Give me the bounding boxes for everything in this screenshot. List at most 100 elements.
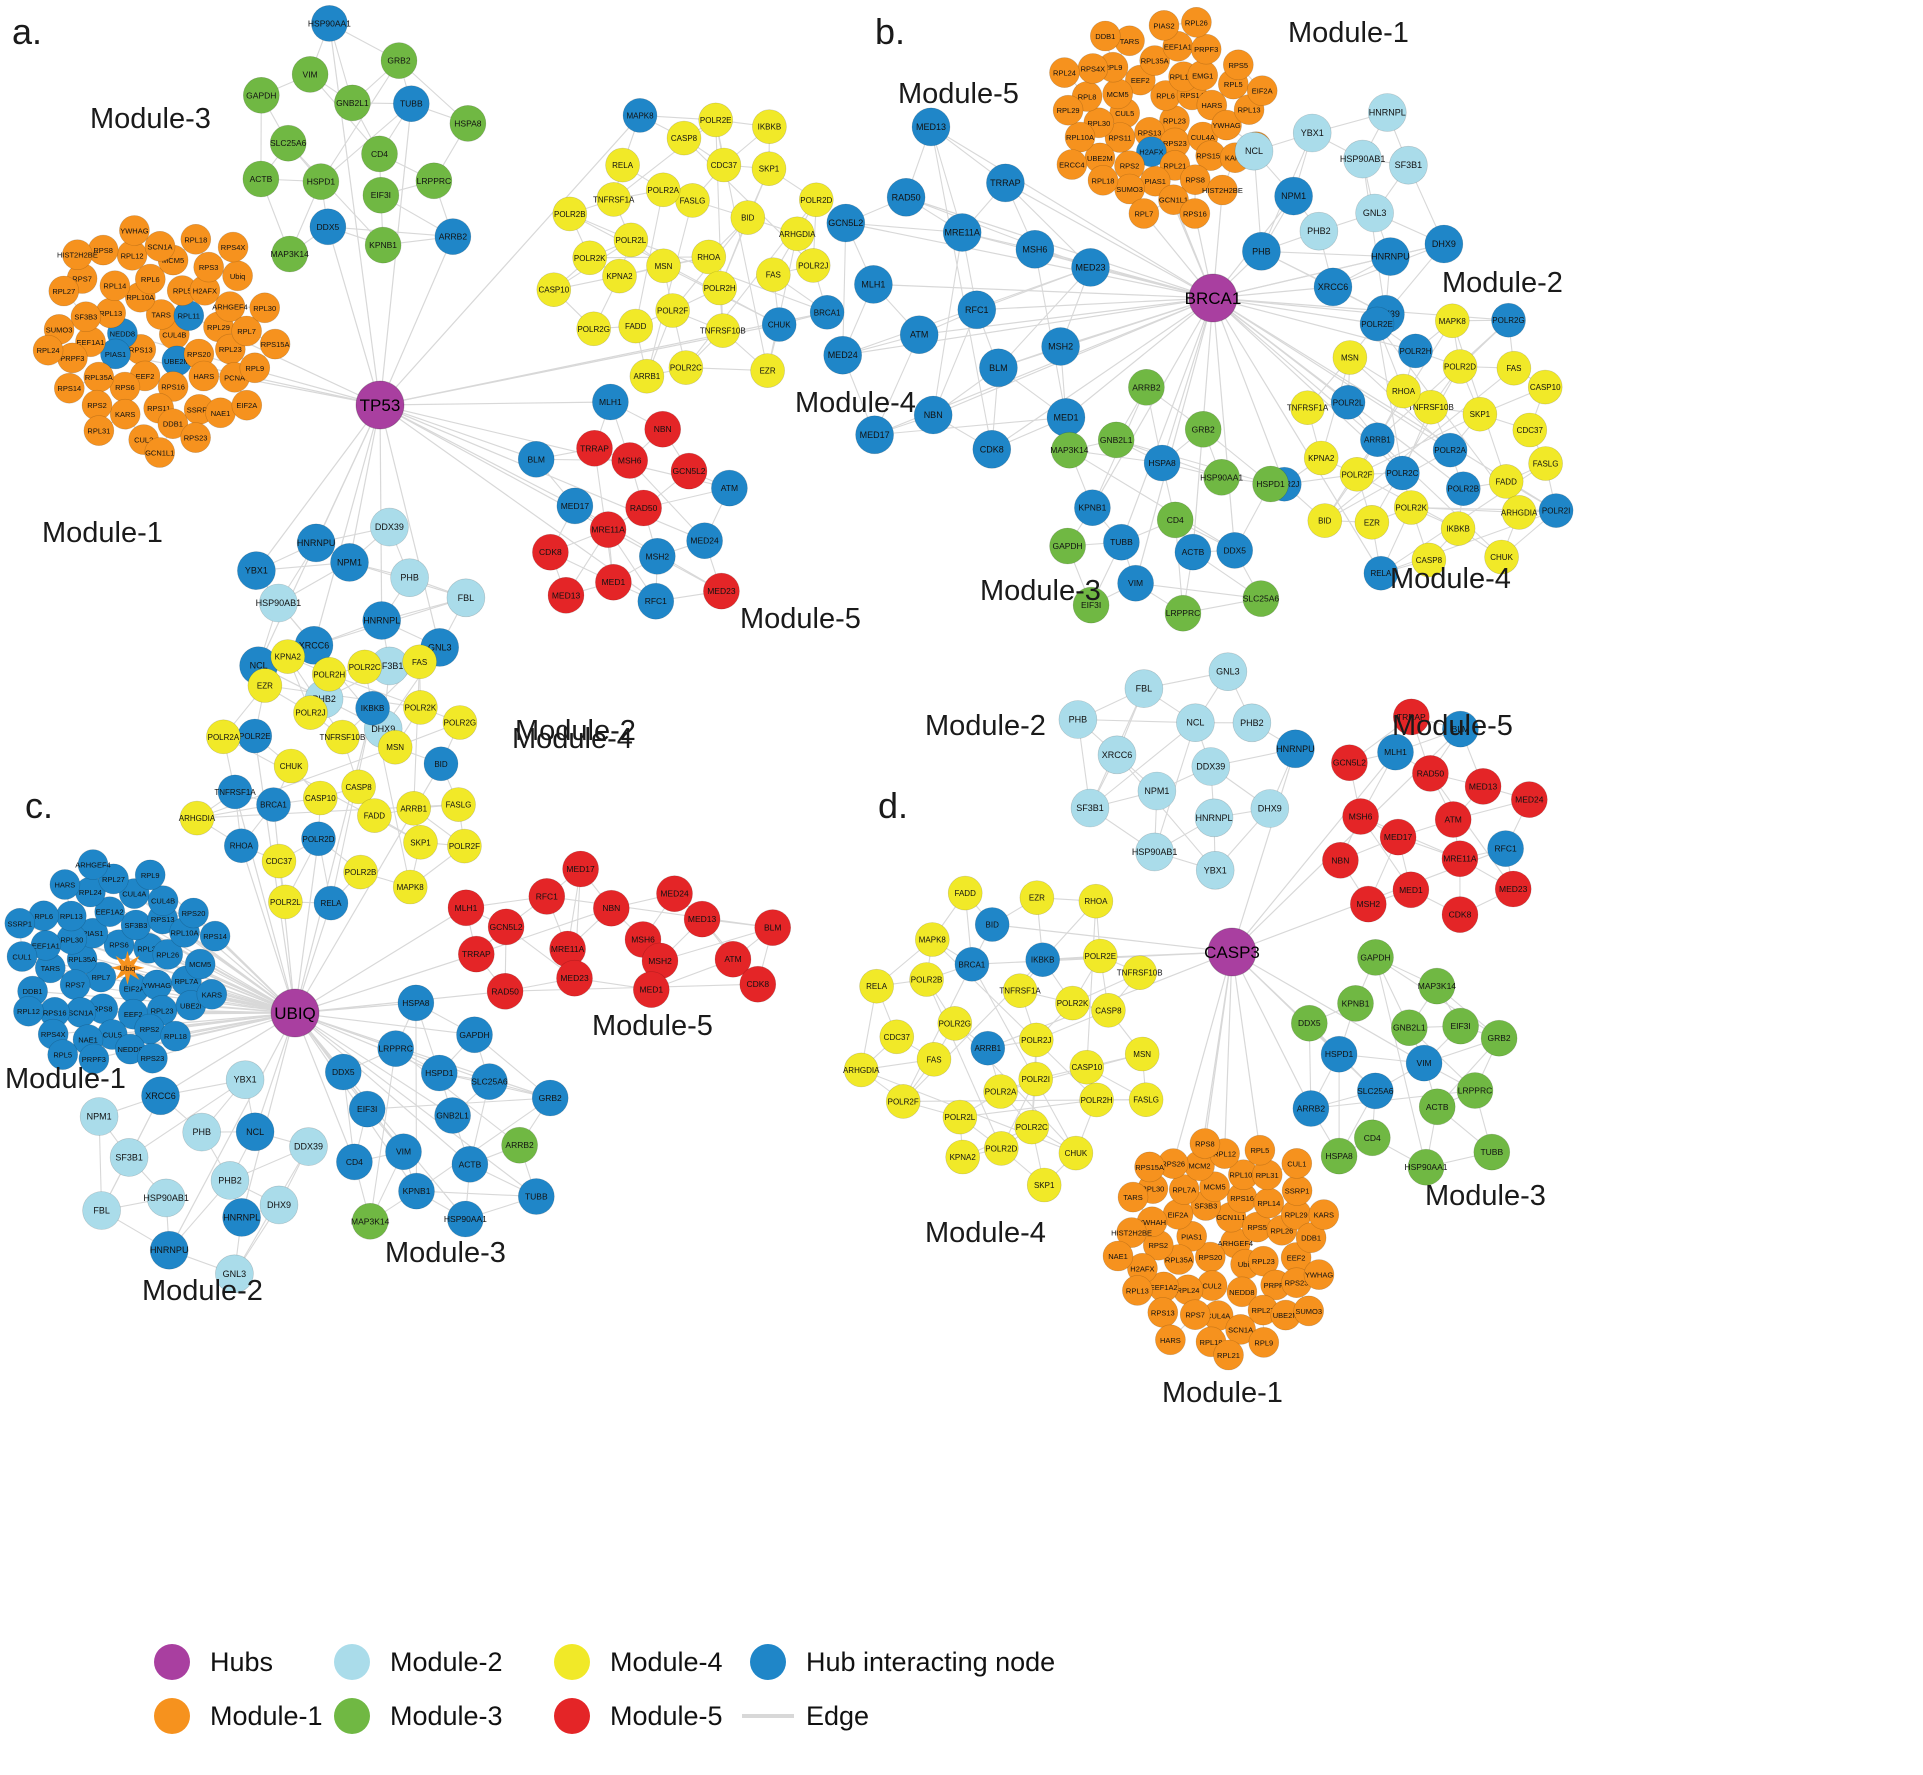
node — [109, 398, 141, 430]
node — [1363, 555, 1399, 591]
node-label: XRCC6 — [1102, 750, 1133, 760]
node-label: KPNB1 — [403, 1186, 431, 1196]
edge — [1005, 182, 1214, 299]
node — [1398, 333, 1433, 369]
legend-swatch — [154, 1698, 190, 1734]
node-label: RPL29 — [1057, 106, 1080, 115]
node-label: RHOA — [230, 842, 254, 851]
node-label: MSH2 — [1356, 899, 1380, 909]
node — [547, 576, 585, 614]
node-label: POLR2F — [1341, 470, 1372, 479]
node-label: EEF1A1 — [32, 941, 60, 950]
node — [1232, 703, 1272, 743]
node — [1244, 1134, 1276, 1166]
node — [457, 935, 495, 973]
node-label: MAP3K14 — [1050, 445, 1089, 455]
node — [271, 235, 309, 273]
node — [645, 172, 681, 208]
node-label: RPL18 — [1092, 176, 1115, 185]
node-label: MED24 — [690, 536, 719, 546]
node — [289, 1127, 328, 1166]
node — [686, 522, 723, 560]
node — [1295, 1222, 1327, 1253]
node — [1303, 1259, 1335, 1290]
node-label: RPS8 — [1195, 1140, 1215, 1149]
node-label: POLR2E — [1361, 320, 1393, 329]
node — [916, 1042, 952, 1077]
node-label: CDC37 — [711, 161, 738, 170]
panel-letter: a. — [12, 11, 42, 52]
edge — [160, 1012, 296, 1097]
node-label: CASP10 — [1071, 1063, 1102, 1072]
module-label: Module-4 — [512, 723, 633, 755]
node-label: BRCA1 — [260, 801, 287, 810]
node — [398, 1172, 435, 1210]
node — [259, 1185, 299, 1225]
node-label: RPS16 — [1183, 210, 1207, 219]
node — [456, 1016, 493, 1054]
node-label: RPL14 — [1257, 1199, 1280, 1208]
node-label: ARRB1 — [400, 804, 427, 813]
node-label: CASP10 — [305, 794, 336, 803]
node — [954, 946, 990, 982]
node — [1091, 992, 1126, 1028]
node-label: RHOA — [1392, 387, 1416, 396]
node-label: MAP3K14 — [271, 249, 310, 259]
node-label: PIAS1 — [1181, 1232, 1202, 1241]
node — [180, 224, 212, 255]
node-label: MAP3K14 — [351, 1216, 390, 1226]
hub-node — [1207, 927, 1257, 977]
node — [979, 348, 1018, 388]
node — [402, 644, 437, 680]
node-label: SF3B1 — [1395, 160, 1423, 170]
node-label: POLR2L — [270, 898, 301, 907]
node — [1164, 594, 1202, 632]
hub-label: UBIQ — [274, 1004, 316, 1023]
node-label: CDC37 — [1517, 426, 1544, 435]
node-label: TARS — [41, 964, 60, 973]
node-label: CHUK — [280, 762, 303, 771]
node-label: RPS16 — [1230, 1194, 1254, 1203]
node-label: RPL24 — [1177, 1286, 1200, 1295]
node — [1462, 396, 1498, 432]
node — [1103, 523, 1140, 561]
node — [178, 897, 209, 929]
hub-node — [270, 988, 320, 1038]
node — [149, 1230, 189, 1270]
node-label: DDX39 — [294, 1142, 323, 1152]
node-label: FADD — [1496, 477, 1518, 486]
node-label: XRCC6 — [1318, 282, 1349, 292]
node — [691, 239, 727, 275]
node — [986, 163, 1025, 203]
node — [157, 408, 189, 440]
node-label: POLR2H — [1399, 347, 1431, 356]
node-label: HSP90AA1 — [444, 1214, 487, 1224]
node — [1274, 176, 1313, 216]
edge — [991, 297, 1214, 450]
node-label: RPS11 — [147, 404, 170, 413]
node — [974, 907, 1010, 942]
node — [536, 272, 572, 308]
node-label: RPL29 — [207, 323, 230, 332]
node-label: EEF1A2 — [1150, 1283, 1178, 1292]
node-label: MED17 — [860, 430, 890, 440]
node-label: SKP1 — [759, 165, 780, 174]
edge — [294, 1012, 471, 1165]
node — [754, 909, 792, 946]
node-label: RPL7 — [92, 973, 111, 982]
node-label: HNRNPU — [1371, 252, 1410, 262]
node-label: MSH6 — [618, 456, 642, 466]
node — [4, 907, 36, 939]
node-label: HSP90AB1 — [1132, 847, 1178, 857]
node-label: CUL5 — [103, 1031, 122, 1040]
edge — [1212, 297, 1451, 451]
node-label: TUBB — [1480, 1147, 1503, 1157]
node-label: RPS4X — [221, 243, 246, 252]
edge — [1231, 951, 1312, 1109]
node — [1049, 527, 1086, 565]
node-label: MSN — [1341, 354, 1359, 363]
node-label: H2AFX — [1139, 148, 1163, 157]
node-label: PRPF3 — [1264, 1281, 1288, 1290]
node — [752, 109, 787, 144]
node — [351, 1203, 389, 1240]
